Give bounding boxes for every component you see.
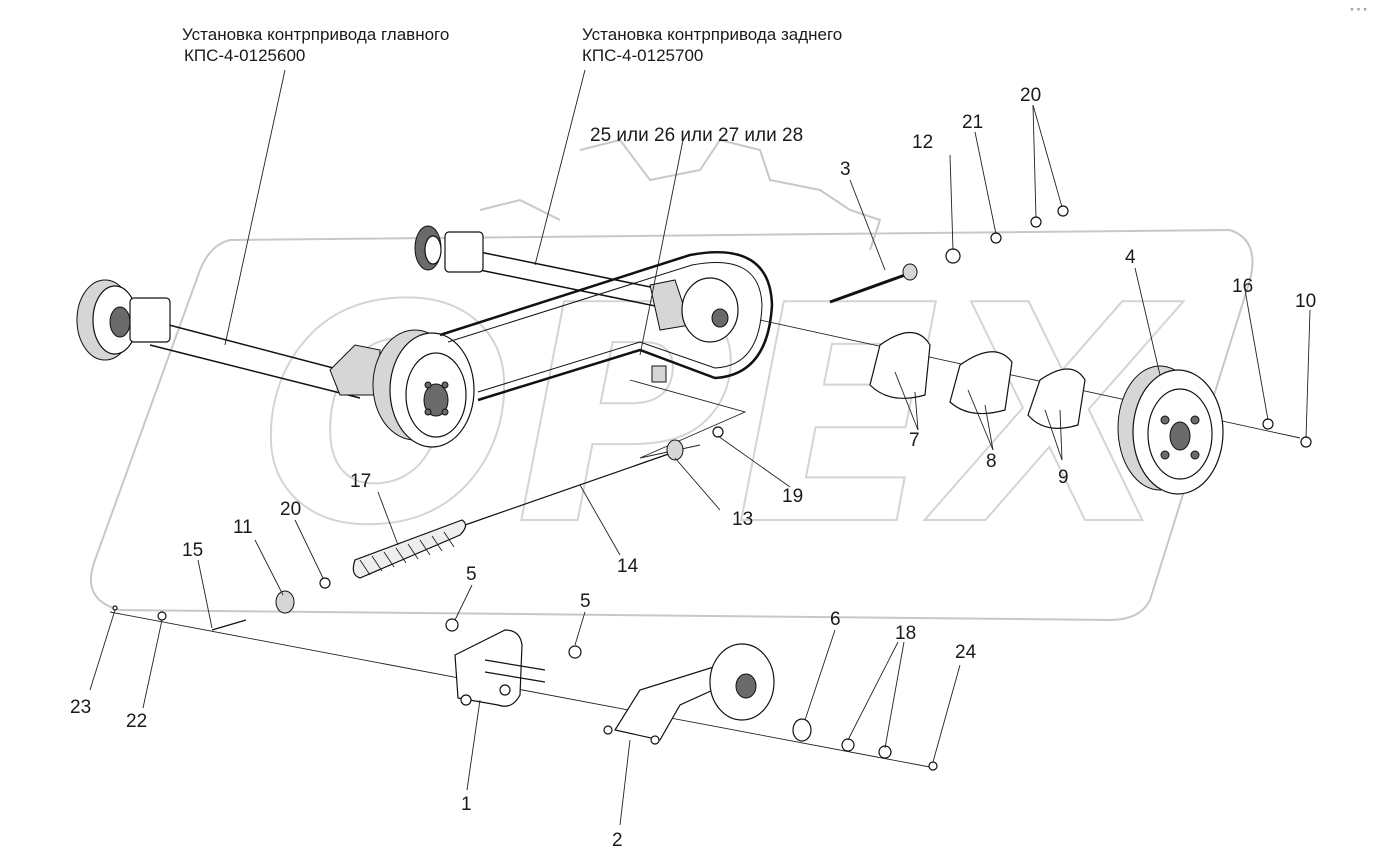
callout-2: 2 — [612, 830, 623, 851]
callout-25-28: 25 или 26 или 27 или 28 — [590, 125, 803, 146]
callout-22: 22 — [126, 711, 147, 732]
callout-7: 7 — [909, 430, 920, 451]
callout-18: 18 — [895, 623, 916, 644]
main-assembly-title-line2: КПС-4-0125600 — [184, 46, 305, 65]
callout-20-top: 20 — [1020, 85, 1041, 106]
callout-19: 19 — [782, 486, 803, 507]
callout-labels: 1 2 3 4 5 5 6 7 8 9 10 11 12 13 14 15 16… — [70, 85, 1316, 851]
washers-and-nuts — [792, 718, 938, 771]
callout-16: 16 — [1232, 276, 1253, 297]
shims — [869, 332, 1086, 429]
callout-9: 9 — [1058, 467, 1069, 488]
main-pulley — [372, 329, 475, 448]
tension-spring — [352, 449, 681, 579]
callout-1: 1 — [461, 794, 472, 815]
callout-5-right: 5 — [580, 591, 591, 612]
callout-8: 8 — [986, 451, 997, 472]
drive-belt — [439, 250, 774, 402]
callout-24: 24 — [955, 642, 977, 663]
callout-11: 11 — [233, 517, 253, 538]
callout-leaders — [89, 104, 1311, 826]
small-hardware — [112, 426, 724, 631]
callout-6: 6 — [830, 609, 841, 630]
tensioner-lever — [603, 643, 775, 745]
callout-5-left: 5 — [466, 564, 477, 585]
bracket-part-1 — [445, 618, 582, 707]
callout-13: 13 — [732, 509, 753, 530]
callout-21: 21 — [962, 112, 983, 133]
callout-23: 23 — [70, 697, 91, 718]
callout-20-left: 20 — [280, 499, 301, 520]
callout-10: 10 — [1295, 291, 1316, 312]
callout-15: 15 — [182, 540, 203, 561]
main-assembly-title-line1: Установка контрпривода главного — [182, 25, 449, 44]
callout-12: 12 — [912, 132, 933, 153]
callout-17: 17 — [350, 471, 371, 492]
rear-assembly-title-line1: Установка контрпривода заднего — [582, 25, 842, 44]
callout-3: 3 — [840, 159, 851, 180]
callout-14: 14 — [617, 556, 639, 577]
main-countershaft — [76, 279, 381, 399]
callout-4: 4 — [1125, 247, 1136, 268]
rear-pulley — [1117, 365, 1312, 495]
rear-assembly-title-line2: КПС-4-0125700 — [582, 46, 703, 65]
corner-mark: ° ° ° — [1350, 7, 1367, 16]
